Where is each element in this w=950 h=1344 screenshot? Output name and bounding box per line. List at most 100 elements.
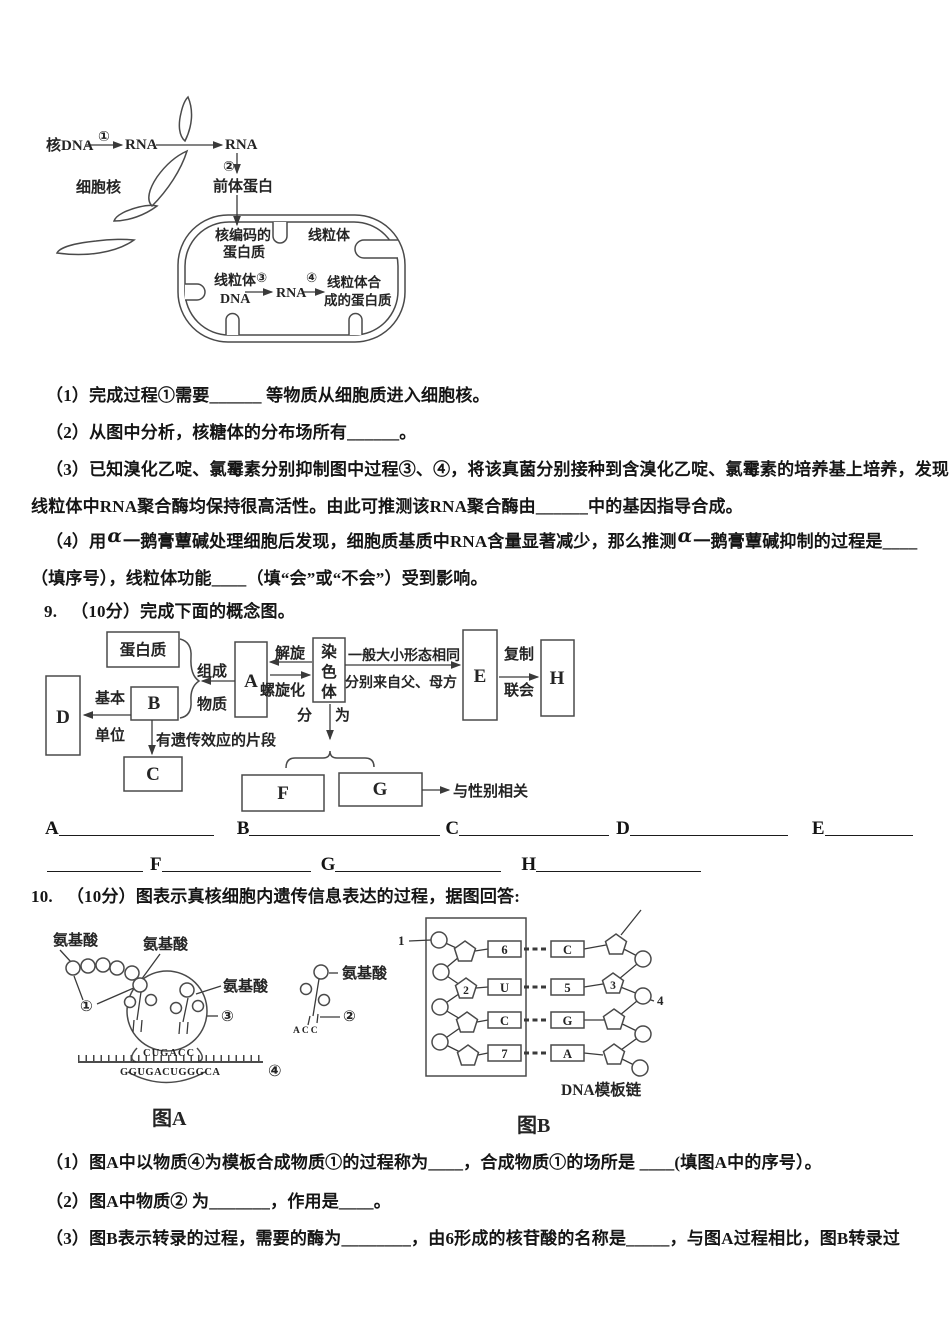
blank-line-B — [249, 820, 441, 836]
box-C: C — [146, 764, 160, 785]
step4-label: ④ — [306, 271, 317, 286]
trna-left — [123, 977, 158, 1033]
blank-line-H — [536, 856, 702, 872]
mito-dna-label-2: DNA — [220, 292, 251, 307]
blank-letter-D: D — [616, 818, 630, 839]
membrane-fragments — [55, 95, 193, 256]
step2-label: ② — [223, 159, 235, 175]
mito-protein-label-1: 线粒体合 — [327, 274, 381, 290]
chromosome-char-1: 染 — [320, 642, 337, 661]
concept-boxes — [45, 629, 575, 812]
alpha-symbol-2: α — [677, 525, 693, 547]
blank-line-E — [824, 820, 913, 836]
mito-dna-label-1: 线粒体 — [214, 272, 257, 289]
q9-header: 9. （10分）完成下面的概念图。 — [44, 597, 295, 622]
figure-A-caption: 图A — [152, 1107, 187, 1130]
blank-line-A — [58, 820, 214, 836]
trna-free — [299, 964, 331, 1026]
concept-braces — [179, 638, 375, 769]
figA-num4: ④ — [268, 1061, 282, 1080]
rna-label-3: RNA — [276, 286, 307, 301]
q8-sub4-line1: （4）用α一鹅膏蕈碱处理细胞后发现，细胞质基质中RNA含量显著减少，那么推测α一… — [46, 525, 918, 552]
blank-line-C — [459, 820, 610, 836]
leader-lines — [59, 949, 340, 1018]
step3-label: ③ — [256, 271, 267, 286]
q8-sub2: （2）从图中分析，核糖体的分布场所有______。 — [46, 423, 417, 442]
figA-num2: ② — [343, 1007, 356, 1025]
base-left-3: C — [500, 1014, 509, 1028]
phosphate-circles — [430, 931, 652, 1077]
base-right-3: G — [563, 1014, 573, 1028]
q8-sub4-post: 一鹅膏蕈碱抑制的过程是____ — [693, 532, 918, 551]
mitochondrion-label: 线粒体 — [308, 227, 351, 244]
q9-number: 9. — [44, 602, 58, 621]
nuclear-encoded-label-2: 蛋白质 — [223, 244, 265, 261]
q10-points: （10分） — [66, 887, 136, 906]
amino-acid-label-1: 氨基酸 — [53, 931, 99, 949]
mito-protein-label-2: 成的蛋白质 — [324, 292, 392, 308]
q10-sub2: （2）图A中物质② 为_______，作用是____。 — [46, 1192, 391, 1211]
same-size-label: 一般大小形态相同 — [348, 647, 460, 664]
box-H: H — [550, 668, 565, 689]
blank-letter-G: G — [320, 854, 336, 875]
q8-sub4-mid: 一鹅膏蕈碱处理细胞后发现，细胞质基质中RNA含量显著减少，那么推测 — [123, 532, 677, 551]
process-arrows — [86, 141, 326, 296]
base-right-1: C — [563, 943, 572, 957]
figA-num1: ① — [80, 997, 93, 1015]
q8-sub3-line2: 线粒体中RNA聚合酶均保持很高活性。由此可推测该RNA聚合酶由______中的基… — [31, 497, 743, 516]
blank-line-D — [629, 820, 788, 836]
mrna-strand — [78, 1055, 263, 1084]
divide-label-1: 分 — [297, 707, 312, 724]
compose-label-2: 物质 — [197, 695, 227, 713]
q8-sub1: （1）完成过程①需要______ 等物质从细胞质进入细胞核。 — [46, 386, 490, 405]
mrna-seq: GGUGACUGGGCA — [120, 1067, 221, 1078]
step1-label: ① — [98, 129, 110, 145]
box-A: A — [244, 671, 258, 692]
sugar-pentagons — [453, 933, 628, 1066]
q9-title: 完成下面的概念图。 — [140, 602, 295, 621]
blank-letter-E: E — [811, 818, 825, 839]
compose-label-1: 组成 — [197, 662, 227, 680]
figure-B-caption: 图B — [517, 1114, 550, 1137]
hydrogen-bonds — [524, 947, 549, 1055]
basic-unit-label-1: 基本 — [94, 689, 125, 707]
concept-arrows — [82, 658, 540, 794]
genetic-fragment-label: 有遗传效应的片段 — [156, 731, 276, 749]
chromosome-char-3: 体 — [321, 682, 337, 701]
figB-num2: 2 — [463, 985, 469, 997]
anticodon-seq: CUGACC — [143, 1048, 195, 1059]
trna-right — [169, 982, 205, 1035]
q9-points: （10分） — [71, 602, 141, 621]
acc-anticodon: ACC — [293, 1026, 320, 1036]
amino-acid-label-2: 氨基酸 — [143, 935, 189, 953]
sex-related-label: 与性别相关 — [453, 782, 528, 800]
blank-letter-H: H — [521, 854, 537, 875]
figure-A-translation: 氨基酸 氨基酸 氨基酸 氨基酸 ① ③ ② ④ CUGACC GGUGACUGG… — [53, 931, 388, 1130]
box-B: B — [148, 693, 161, 714]
precursor-protein-label: 前体蛋白 — [213, 177, 273, 195]
nucleus-label: 细胞核 — [76, 178, 121, 196]
blank-letter-C: C — [445, 818, 460, 839]
q8-sub4-line2: （填序号），线粒体功能____（填“会”或“不会”）受到影响。 — [31, 569, 488, 588]
rna-strand-box — [425, 917, 527, 1077]
base-boxes — [487, 940, 585, 1062]
synapsis-label: 联会 — [504, 681, 534, 699]
q10-sub1: （1）图A中以物质④为模板合成物质①的过程称为____，合成物质①的场所是 __… — [46, 1153, 822, 1172]
coil-label: 螺旋化 — [260, 681, 305, 699]
figA-num3: ③ — [221, 1007, 234, 1025]
chromosome-char-2: 色 — [321, 662, 337, 681]
dna-template-label: DNA模板链 — [561, 1080, 642, 1099]
blank-line-G — [335, 856, 502, 872]
base-right-4: A — [563, 1047, 572, 1061]
q10-header: 10.（10分）图表示真核细胞内遗传信息表达的过程，据图回答: — [31, 882, 520, 907]
blank-line-F — [161, 856, 311, 872]
box-D: D — [56, 707, 70, 728]
replicate-label: 复制 — [503, 645, 534, 663]
box-F: F — [277, 783, 289, 804]
q10-number: 10. — [31, 887, 53, 906]
protein-box-label: 蛋白质 — [120, 640, 167, 659]
base-right-2: 5 — [564, 981, 570, 995]
figure-B-transcription: 1 2 3 4 6 U C 7 C 5 G A DNA模板链 图B — [398, 909, 664, 1137]
q10-sub3: （3）图B表示转录的过程，需要的酶为________，由6形成的核苷酸的名称是_… — [46, 1229, 901, 1248]
